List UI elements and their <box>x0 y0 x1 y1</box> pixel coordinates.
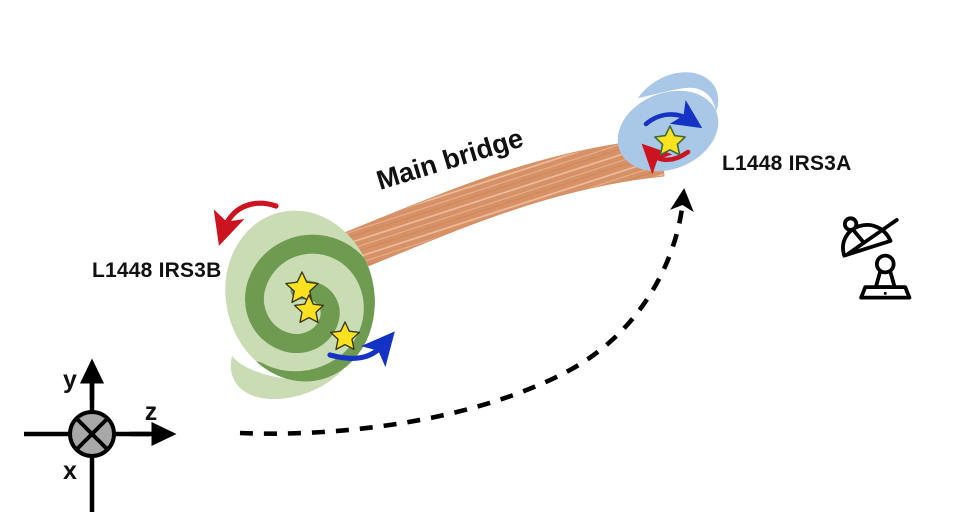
irs3a-label: L1448 IRS3A <box>722 152 851 175</box>
irs3a-rotation-arrow-red <box>641 143 691 175</box>
irs3b-label: L1448 IRS3B <box>92 259 221 282</box>
into-page-cross-2 <box>76 418 108 450</box>
protostar-icon <box>293 294 325 324</box>
radio-telescope-icon <box>841 216 912 300</box>
irs3b-protostars <box>285 271 361 351</box>
irs3b-rotation-arrow-red <box>213 200 279 246</box>
axes-widget: y z x <box>24 358 177 512</box>
protostar-icon <box>654 125 686 156</box>
irs3a-tail <box>638 72 719 112</box>
bridge-outline <box>295 138 665 287</box>
outflow-dashed-arrow <box>239 188 694 436</box>
axis-label-x: x <box>63 457 77 485</box>
irs3b-outer-tail <box>230 356 352 400</box>
source-irs3a[interactable]: L1448 IRS3A <box>606 72 852 185</box>
source-irs3b[interactable]: L1448 IRS3B <box>92 195 395 400</box>
axis-label-z: z <box>145 398 158 426</box>
protostar-icon <box>329 321 361 351</box>
irs3b-rotation-arrow-blue <box>327 331 395 368</box>
irs3a-rotation-arrow-blue <box>643 99 703 129</box>
axis-label-y: y <box>63 366 77 394</box>
protostar-icon <box>285 271 319 304</box>
